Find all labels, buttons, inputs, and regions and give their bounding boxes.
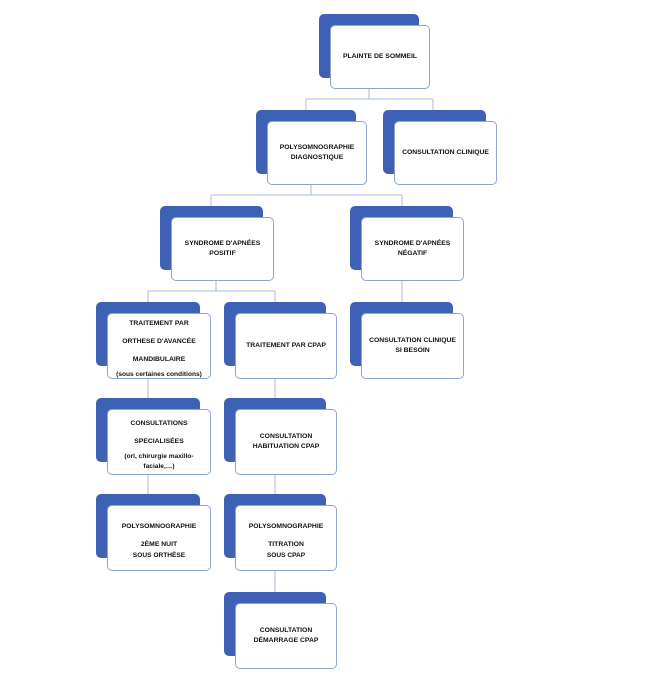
node-label: PLAINTE DE SOMMEIL — [342, 52, 417, 60]
node-label: POLYSOMNOGRAPHIE DIAGNOSTIQUE — [279, 143, 355, 161]
node-label: POLYSOMNOGRAPHIE 2ÈME NUIT — [121, 523, 197, 549]
node-label: SYNDROME D'APNÉES POSITIF — [184, 239, 261, 257]
node-label: SYNDROME D'APNÉES NÉGATIF — [374, 239, 451, 257]
node-label: TRAITEMENT PAR CPAP — [246, 341, 326, 349]
node-note: SOUS ORTHÈSE — [132, 552, 186, 560]
node-label: CONSULTATION CLINIQUE — [402, 148, 489, 156]
node-note: (orl, chirurgie maxillo-faciale,…) — [124, 453, 194, 470]
node-label: CONSULTATIONS SPECIALISÉES — [130, 420, 188, 446]
node-note: SOUS CPAP — [266, 552, 306, 560]
node-label: CONSULTATION DÉMARRAGE CPAP — [253, 626, 319, 644]
node-label: CONSULTATION CLINIQUE SI BESOIN — [369, 336, 456, 354]
node-label: CONSULTATION HABITUATION CPAP — [252, 432, 320, 450]
node-note: (sous certaines conditions) — [116, 371, 202, 379]
node-label: TRAITEMENT PAR ORTHESE D'AVANCÉE MANDIBU… — [122, 320, 196, 364]
node-label: POLYSOMNOGRAPHIE TITRATION — [248, 523, 324, 549]
